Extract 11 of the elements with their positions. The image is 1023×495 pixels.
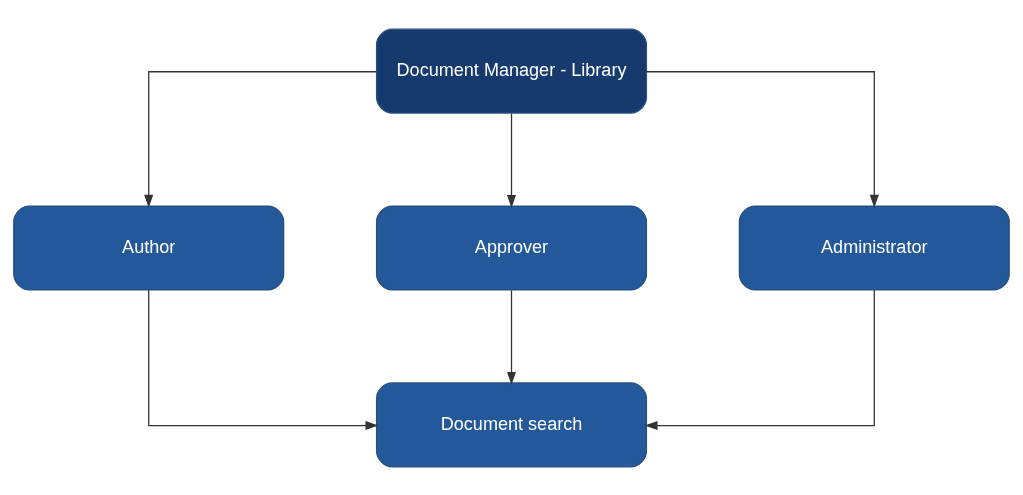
node-box: Document Manager - Library bbox=[375, 28, 648, 114]
node-box: Approver bbox=[375, 204, 648, 291]
node-box: Author bbox=[13, 204, 285, 291]
arrow bbox=[148, 288, 379, 430]
arrow bbox=[507, 112, 516, 208]
arrow bbox=[645, 70, 879, 208]
node-box: Administrator bbox=[738, 204, 1010, 291]
arrow bbox=[144, 70, 378, 208]
node-box: Document search bbox=[375, 381, 648, 467]
arrow bbox=[507, 289, 516, 385]
arrow bbox=[644, 288, 875, 430]
